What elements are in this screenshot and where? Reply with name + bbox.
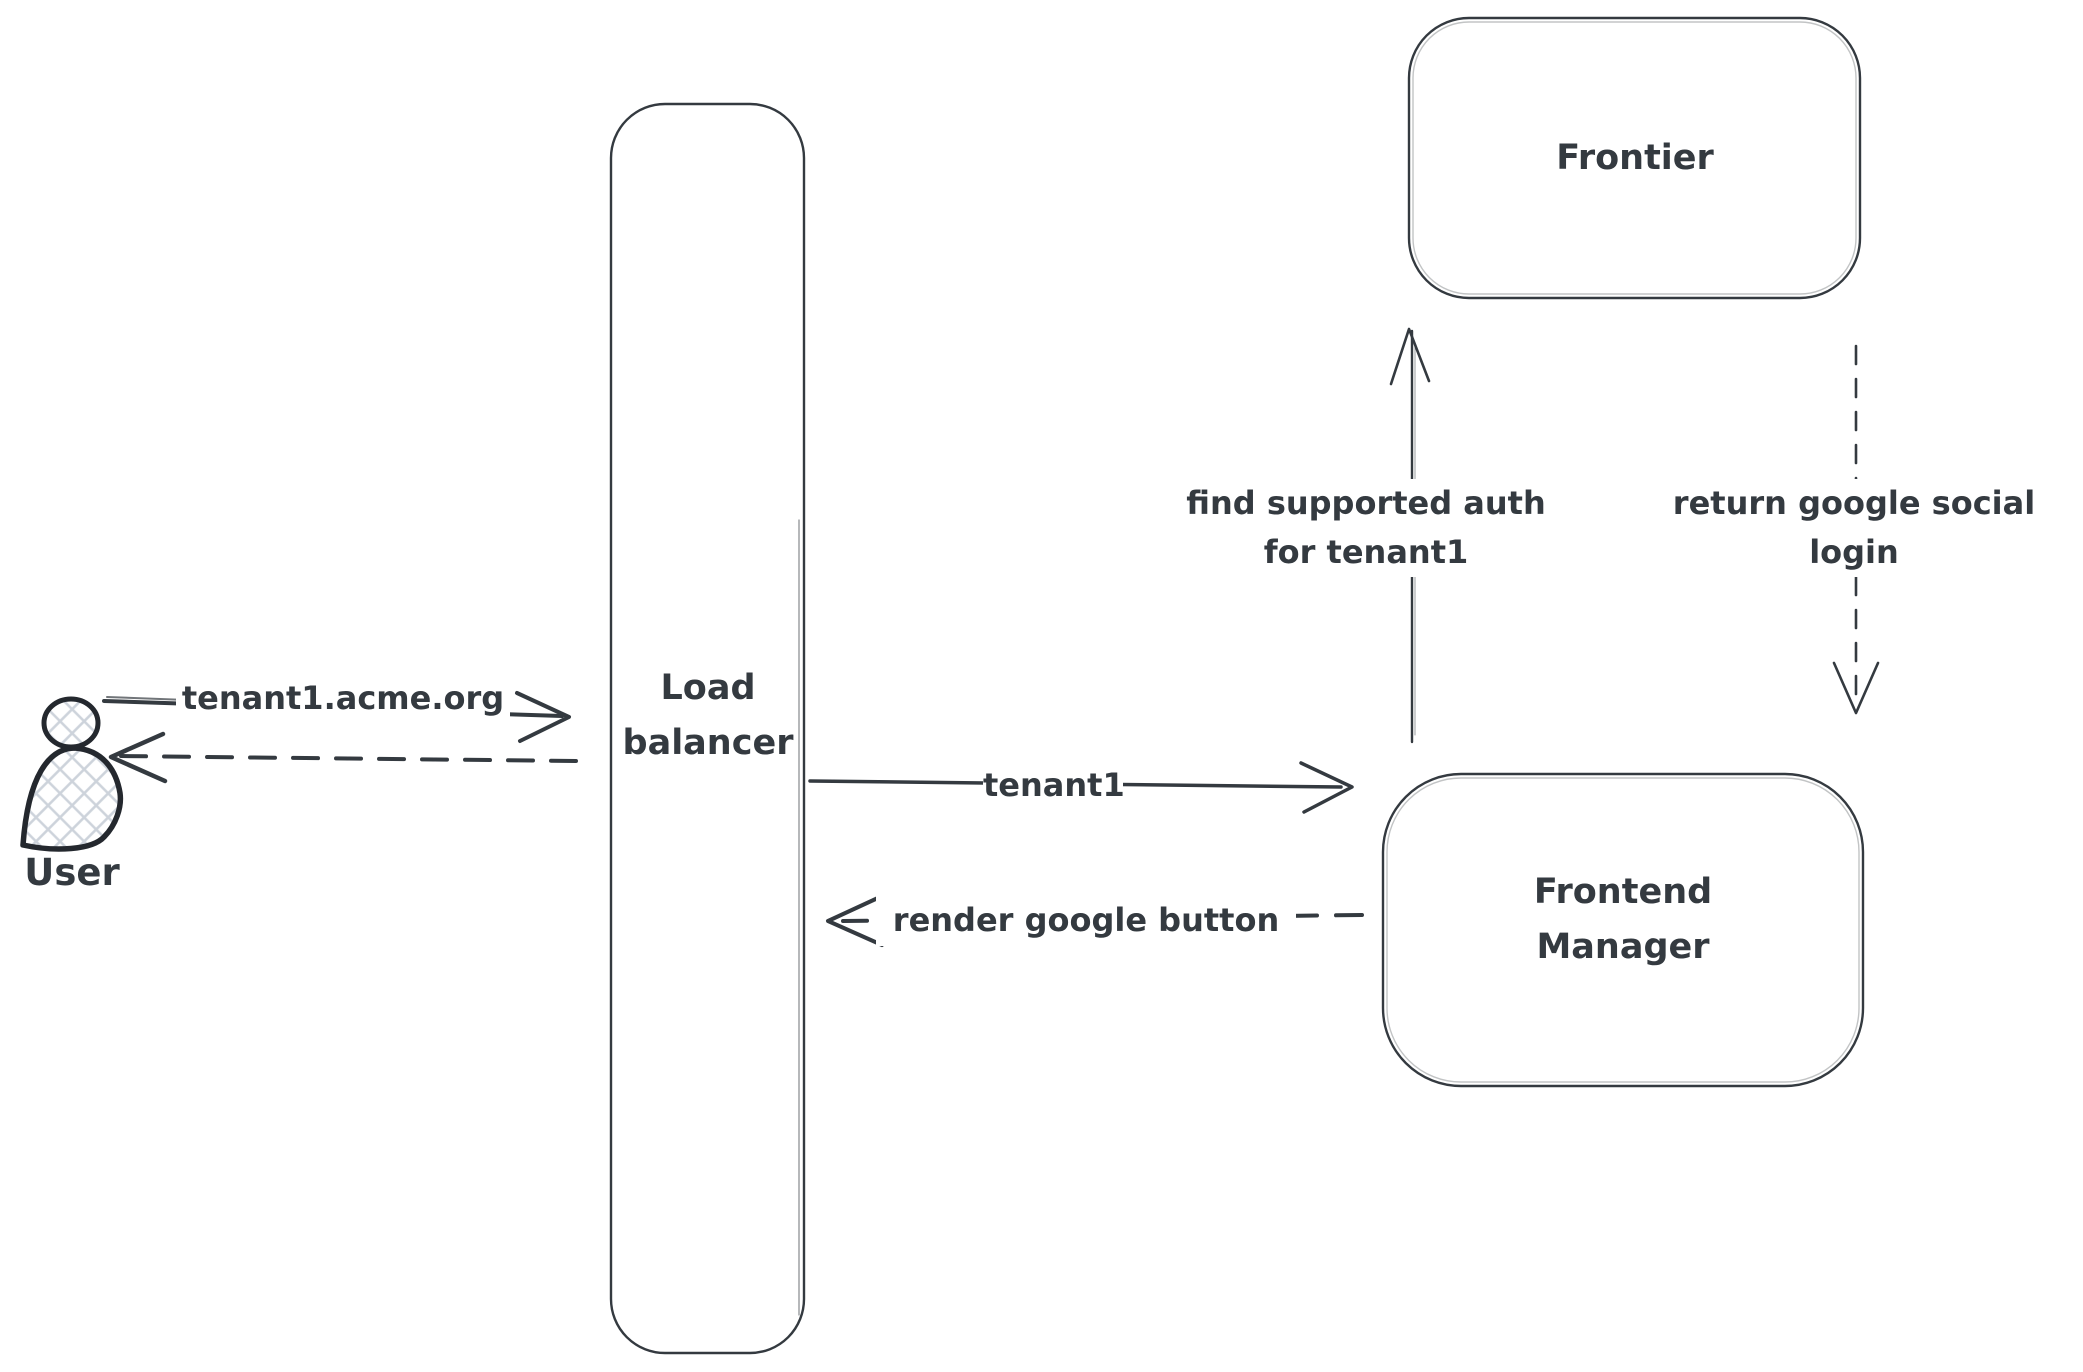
return-login-arrow-label: return google social login — [1642, 479, 2066, 577]
find-auth-arrow-label: find supported auth for tenant1 — [1180, 479, 1552, 577]
response-arrow — [108, 731, 578, 784]
frontend-manager-label-line2: Manager — [1536, 927, 1710, 967]
frontend-manager-label-line1: Frontend — [1533, 872, 1713, 912]
user-head — [41, 696, 101, 750]
find-auth-label-line1: find supported auth — [1186, 484, 1546, 522]
load-balancer-label-line2: balancer — [622, 723, 794, 763]
user-label: User — [24, 851, 120, 894]
arrowhead-right — [515, 691, 571, 743]
arrowhead-down — [1832, 661, 1880, 715]
load-balancer-label: Load balancer — [622, 661, 794, 771]
return-login-label-line2: login — [1809, 533, 1899, 571]
arrowhead-right — [1299, 761, 1354, 814]
user-icon — [20, 696, 124, 852]
load-balancer-label-line1: Load — [660, 668, 756, 708]
arrowhead-left — [108, 731, 168, 784]
return-login-label-line1: return google social — [1672, 484, 2036, 522]
frontend-manager-box — [1381, 772, 1865, 1088]
request-arrow-label: tenant1.acme.org — [176, 673, 510, 723]
tenant1-arrow-label: tenant1 — [983, 760, 1125, 810]
user-body — [20, 745, 124, 852]
find-auth-label-line2: for tenant1 — [1263, 533, 1469, 571]
frontier-label: Frontier — [1425, 133, 1845, 183]
arrowhead-left — [826, 895, 884, 947]
frontend-manager-label: Frontend Manager — [1403, 865, 1843, 975]
render-google-arrow-label: render google button — [876, 894, 1296, 946]
frontier-box — [1407, 16, 1862, 300]
load-balancer-box — [609, 102, 806, 1355]
arrowhead-up — [1389, 327, 1431, 386]
